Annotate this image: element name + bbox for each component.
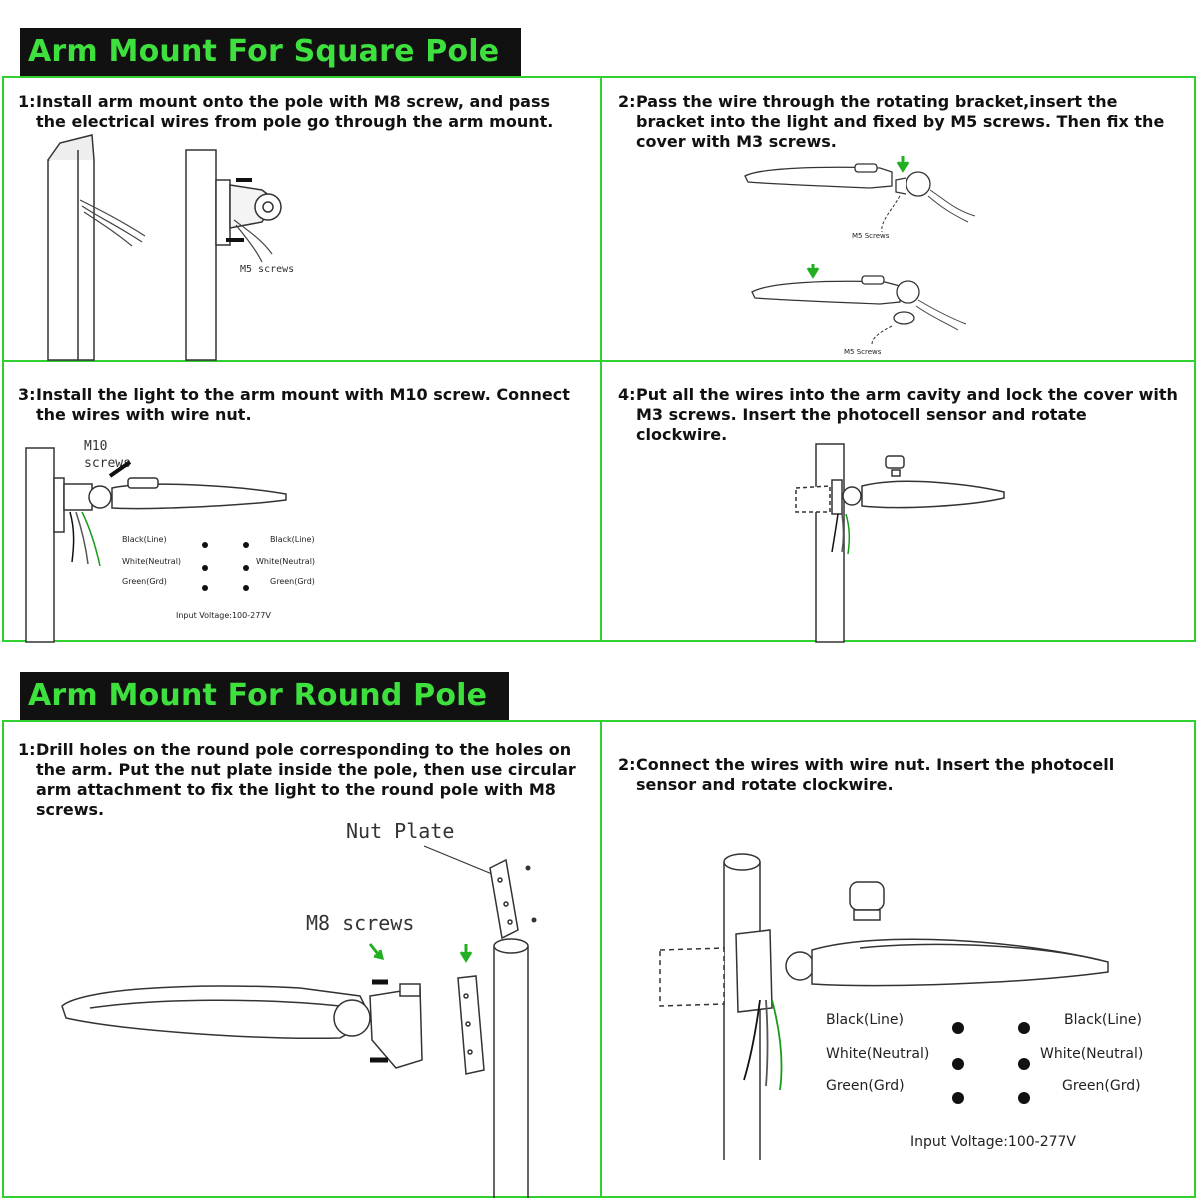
wire-left-green: Green(Grd) (826, 1078, 905, 1094)
square-pole-with-mount (185, 149, 282, 361)
round-pole (493, 938, 529, 1198)
round-light-fixture (61, 983, 423, 1069)
m5-screws-label-b: M5 Screws (844, 348, 882, 356)
round-step1-illustration: Nut Plate M8 screws (61, 819, 537, 1198)
wire-bundle (69, 511, 101, 567)
pole-bracket (457, 975, 485, 1075)
step-text: Put all the wires into the arm cavity an… (636, 385, 1178, 444)
step-text: Install the light to the arm mount with … (36, 385, 570, 424)
wire-nut-dots (202, 542, 249, 591)
wire-right-green: Green(Grd) (270, 577, 315, 586)
wire-left-white: White(Neutral) (826, 1046, 929, 1062)
m5-screws-label-a: M5 Screws (852, 232, 890, 240)
light-fixture-top (744, 163, 931, 197)
square-step4-illustration (795, 443, 1005, 643)
step-text: Connect the wires with wire nut. Insert … (636, 755, 1115, 794)
round-wire-bundle (743, 999, 783, 1091)
down-arrow-green (806, 264, 820, 279)
step-number: 2: (618, 755, 636, 774)
pole-wires (79, 199, 146, 247)
m5-screws-label: M5 screws (240, 264, 294, 275)
step-text: Drill holes on the round pole correspond… (36, 740, 576, 819)
nut-plate (489, 858, 519, 940)
photocell-sensor (849, 881, 885, 921)
wire-left-black: Black(Line) (122, 535, 167, 544)
mount-wires (233, 219, 273, 263)
square-pole-frame (2, 76, 1196, 642)
square-pole-title: Arm Mount For Square Pole (20, 28, 522, 76)
light-fixture-bottom (751, 275, 920, 305)
wire-right-black: Black(Line) (270, 535, 315, 544)
wire-left-black: Black(Line) (826, 1012, 904, 1028)
square-step-3: 3: Install the light to the arm mount wi… (18, 385, 578, 425)
square-step1-illustration: M5 screws (47, 134, 294, 361)
square-pole (815, 443, 845, 643)
round-pole (723, 853, 761, 1160)
step-number: 1: (18, 740, 36, 759)
square-pole (47, 134, 95, 361)
square-step-2: 2: Pass the wire through the rotating br… (618, 92, 1178, 152)
square-step2-illustration: M5 Screws M5 Screws (744, 156, 976, 356)
down-arrow-green (896, 156, 910, 173)
step-number: 3: (18, 385, 36, 404)
round-pole-title: Arm Mount For Round Pole (20, 672, 510, 720)
wire-left-green: Green(Grd) (122, 577, 167, 586)
round-vertical-divider (600, 722, 602, 1196)
nut-plate-label: Nut Plate (346, 819, 454, 843)
wire-left-white: White(Neutral) (122, 557, 181, 566)
step-number: 2: (618, 92, 636, 111)
wire-right-black: Black(Line) (1064, 1012, 1142, 1028)
m8-screws-label: M8 screws (306, 911, 414, 935)
green-arrow-right (459, 944, 473, 963)
round-pole-frame (2, 720, 1196, 1198)
m10-label: M10 (84, 439, 107, 454)
step-number: 1: (18, 92, 36, 111)
step-number: 4: (618, 385, 636, 404)
round-step-2: 2: Connect the wires with wire nut. Inse… (618, 755, 1178, 795)
wire-nut-dots (952, 1022, 1030, 1104)
step-text: Install arm mount onto the pole with M8 … (36, 92, 554, 131)
square-step-4: 4: Put all the wires into the arm cavity… (618, 385, 1178, 445)
square-vertical-divider (600, 78, 602, 640)
square-horizontal-divider (4, 360, 1194, 362)
input-voltage-label: Input Voltage:100-277V (910, 1134, 1076, 1150)
square-step3-illustration: M10 screws Black(Line) White(Neutral) Gr… (25, 439, 315, 643)
round-step-1: 1: Drill holes on the round pole corresp… (18, 740, 578, 820)
wire-right-white: White(Neutral) (256, 557, 315, 566)
green-arrow-left (368, 943, 385, 961)
wire-right-white: White(Neutral) (1040, 1046, 1143, 1062)
round-step2-illustration: Black(Line) White(Neutral) Green(Grd) Bl… (659, 853, 1143, 1160)
round-installed-fixture (659, 929, 1109, 1013)
wire-right-green: Green(Grd) (1062, 1078, 1141, 1094)
square-step-1: 1: Install arm mount onto the pole with … (18, 92, 578, 132)
step-text: Pass the wire through the rotating brack… (636, 92, 1165, 151)
input-voltage-label: Input Voltage:100-277V (176, 611, 271, 620)
square-pole (25, 447, 55, 643)
